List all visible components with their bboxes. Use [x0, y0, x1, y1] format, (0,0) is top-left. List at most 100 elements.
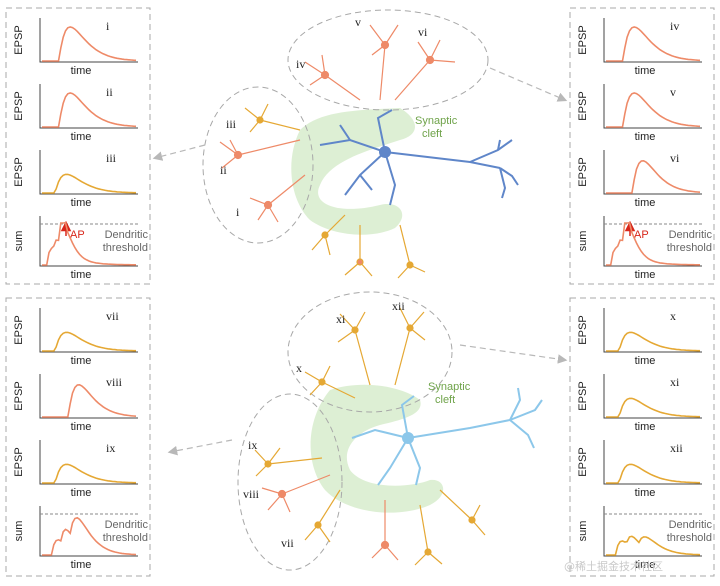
- epsp-trace: [606, 463, 700, 484]
- plot-axes: [603, 440, 702, 485]
- y-axis-label: sum: [577, 231, 589, 252]
- panel-bottom-left-frame: [5, 297, 151, 577]
- postsynaptic-neuron-bottom: [351, 387, 543, 486]
- y-axis-label: sum: [13, 231, 25, 252]
- arrows: [152, 67, 568, 456]
- plot-axes: [39, 150, 138, 195]
- plot-axes: [603, 374, 702, 419]
- threshold-line2: threshold: [667, 242, 712, 254]
- panel-top-right-frame: [569, 7, 715, 285]
- x-axis-label: time: [635, 131, 656, 143]
- group-ellipse-i-iii: [202, 86, 314, 244]
- presynaptic-neurons-orange-top: [219, 24, 456, 223]
- arrow-to-top-right: [489, 67, 568, 102]
- y-axis-label: EPSP: [13, 25, 25, 54]
- y-axis-label: EPSP: [577, 157, 589, 186]
- epsp-source-label: ii: [106, 85, 113, 99]
- group-label-x: x: [296, 361, 302, 375]
- top-right-plot-1: EPSP time iv: [577, 18, 702, 77]
- epsp-trace: [42, 221, 136, 266]
- group-label-viii: viii: [243, 487, 260, 501]
- group-ellipse-vii-ix: [237, 393, 343, 571]
- plot-axes: [603, 84, 702, 129]
- x-axis-label: time: [71, 487, 92, 499]
- epsp-trace: [606, 331, 700, 352]
- group-ellipse-iv-vi: [287, 9, 489, 111]
- plot-axes: [39, 440, 138, 485]
- y-axis-label: EPSP: [577, 447, 589, 476]
- arrow-to-top-left: [152, 144, 206, 161]
- group-label-v: v: [355, 15, 361, 29]
- panel-bottom-right-frame: [569, 297, 715, 577]
- epsp-trace: [606, 535, 701, 556]
- ap-label: AP: [70, 229, 85, 241]
- y-axis-label: EPSP: [577, 381, 589, 410]
- y-axis-label: EPSP: [13, 157, 25, 186]
- group-label-iii: iii: [226, 117, 237, 131]
- threshold-line1: Dendritic: [105, 519, 149, 531]
- epsp-source-label: i: [106, 19, 110, 33]
- epsp-trace: [42, 463, 136, 484]
- network-illustration-bottom: xi xii x ix viii vii Synaptic cleft: [237, 291, 543, 571]
- x-axis-label: time: [635, 355, 656, 367]
- epsp-source-label: iv: [670, 19, 679, 33]
- plot-axes: [39, 506, 138, 557]
- plot-axes: [603, 216, 702, 267]
- plot-axes: [603, 308, 702, 353]
- epsp-source-label: x: [670, 309, 676, 323]
- group-label-xi: xi: [336, 312, 346, 326]
- plot-axes: [39, 18, 138, 63]
- y-axis-label: EPSP: [13, 447, 25, 476]
- group-ellipse-x-xii: [287, 291, 453, 413]
- plot-axes: [39, 216, 138, 267]
- cleft-label-line1-b: Synaptic: [428, 381, 471, 393]
- x-axis-label: time: [635, 269, 656, 281]
- epsp-trace: [606, 221, 700, 266]
- epsp-trace: [42, 173, 136, 194]
- epsp-source-label: viii: [106, 375, 123, 389]
- presynaptic-neurons-yellow-top: [244, 103, 426, 279]
- plot-axes: [603, 18, 702, 63]
- synaptic-cleft-region-top: [291, 108, 415, 235]
- threshold-line2: threshold: [103, 532, 148, 544]
- y-axis-label: EPSP: [577, 91, 589, 120]
- threshold-line1: Dendritic: [669, 519, 713, 531]
- cleft-label-line1: Synaptic: [415, 115, 458, 127]
- x-axis-label: time: [635, 559, 656, 571]
- presynaptic-neurons-yellow-bottom: [254, 307, 486, 566]
- x-axis-label: time: [635, 65, 656, 77]
- epsp-source-label: vi: [670, 151, 680, 165]
- x-axis-label: time: [71, 131, 92, 143]
- panel-top-left-frame: [5, 7, 151, 285]
- group-label-ix: ix: [248, 438, 257, 452]
- x-axis-label: time: [71, 197, 92, 209]
- x-axis-label: time: [71, 355, 92, 367]
- y-axis-label: EPSP: [577, 25, 589, 54]
- synaptic-cleft-label-top: Synaptic cleft: [415, 115, 460, 140]
- group-label-vi: vi: [418, 25, 428, 39]
- epsp-trace: [42, 383, 137, 418]
- y-axis-label: EPSP: [13, 381, 25, 410]
- cleft-label-line2-b: cleft: [435, 394, 455, 406]
- x-axis-label: time: [635, 421, 656, 433]
- group-label-ii: ii: [220, 163, 227, 177]
- postsynaptic-neuron-top: [319, 109, 519, 206]
- plot-axes: [603, 150, 702, 195]
- epsp-trace: [42, 26, 137, 62]
- epsp-trace: [42, 331, 136, 352]
- plot-axes: [39, 374, 138, 419]
- epsp-trace: [42, 516, 137, 556]
- threshold-line1: Dendritic: [669, 229, 713, 241]
